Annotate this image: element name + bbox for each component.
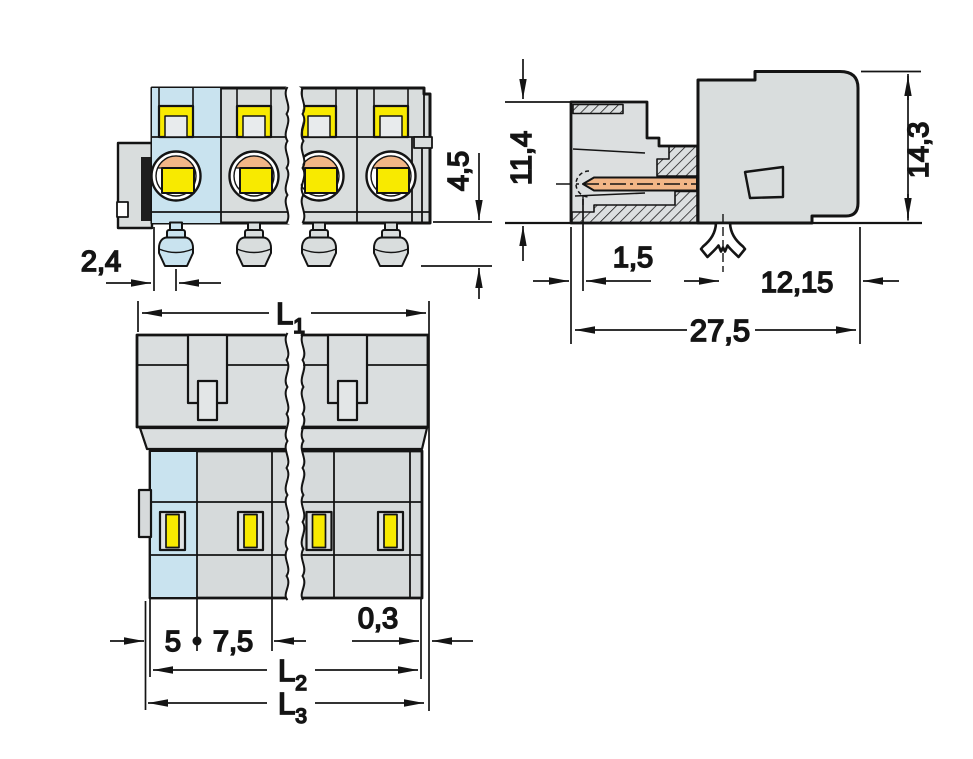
- lever-2: [235, 104, 273, 139]
- shroud-block: [135, 333, 430, 429]
- pin-cavities: [158, 510, 405, 552]
- solder-pin-2: [236, 221, 272, 267]
- solder-pin-4: [373, 221, 409, 267]
- dim-label-L1: L1: [276, 296, 305, 338]
- dim-label-27-5: 27,5: [690, 313, 750, 348]
- coding-lug-2: [326, 333, 369, 422]
- dim-L3: L3: [148, 685, 424, 729]
- lever-1: [157, 104, 195, 139]
- contact-opening-1: [150, 150, 202, 202]
- dim-L1: L1: [137, 295, 426, 339]
- pin-cavity-1: [158, 510, 187, 552]
- dim-label-0-3: 0,3: [358, 603, 398, 635]
- pin-cavity-3: [305, 510, 333, 552]
- contact-opening-2: [228, 150, 280, 202]
- dim-11-4: 11,4: [505, 59, 539, 261]
- end-clip-tab: [413, 136, 433, 149]
- contact-opening-3: [293, 150, 345, 202]
- front-view: [116, 79, 433, 267]
- dim-label-1-5: 1,5: [613, 242, 653, 274]
- pin-cavity-2: [236, 510, 265, 552]
- actuation-levers: [157, 104, 410, 139]
- dim-5-75-03: 5 7,5 0,3: [110, 301, 473, 711]
- side-view: [505, 70, 922, 272]
- solder-pins: [158, 221, 409, 267]
- dim-1-5: 1,5: [533, 199, 654, 344]
- pin-cavity-4: [376, 510, 405, 552]
- dim-label-L2: L2: [278, 653, 307, 695]
- dim-2-4: 2,4: [80, 227, 221, 291]
- dim-label-4-5: 4,5: [443, 151, 475, 191]
- flange-notch: [116, 201, 129, 218]
- coding-lug-1: [186, 333, 229, 422]
- dim-label-7-5: 7,5: [213, 626, 253, 658]
- solder-pin-3: [301, 221, 337, 267]
- contact-openings: [150, 150, 417, 202]
- dim-L2: L2: [153, 652, 418, 696]
- dim-27-5: 27,5: [575, 312, 856, 349]
- side-tab-top: [137, 488, 153, 539]
- dim-origin-dot: [192, 636, 202, 646]
- lever-4: [372, 104, 410, 139]
- dim-label-12-15: 12,15: [761, 267, 834, 299]
- pin-entry-dashed: [575, 170, 590, 198]
- dim-label-2-4: 2,4: [81, 246, 121, 278]
- mating-connector-body: [696, 70, 860, 225]
- dim-4-5: 4,5: [421, 150, 492, 299]
- latch-window: [743, 165, 785, 200]
- dim-12-15: 12,15: [684, 227, 899, 344]
- dim-label-11-4: 11,4: [506, 131, 538, 185]
- dimensions: 2,4 4,5 L1 11,4 14,3: [80, 59, 936, 729]
- break-line-top: [284, 324, 306, 606]
- solder-pin-1: [158, 221, 194, 267]
- break-line-front: [284, 79, 306, 229]
- dim-label-14-3: 14,3: [903, 122, 935, 178]
- transition-strip: [138, 426, 429, 451]
- dim-label-5: 5: [165, 626, 181, 658]
- dim-14-3: 14,3: [861, 70, 936, 221]
- lever-3: [300, 104, 338, 139]
- flange-slot: [141, 157, 151, 221]
- top-view: [135, 324, 430, 606]
- dim-label-L3: L3: [278, 686, 307, 728]
- contact-opening-4: [365, 150, 417, 202]
- top-wall-hatch: [572, 103, 624, 115]
